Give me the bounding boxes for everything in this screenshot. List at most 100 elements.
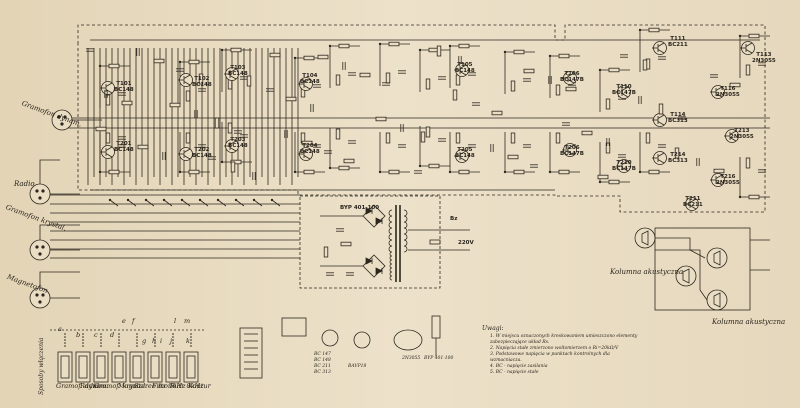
switch-button [165,351,181,383]
resistor [105,132,111,144]
switch-pin [190,342,192,344]
resistor [105,94,111,106]
pinout-transistor-case [321,329,339,347]
resistor [317,54,329,60]
switch-pin [172,339,174,341]
resistor [745,64,751,76]
switch-letter-f: f [132,317,135,325]
switch-pin [154,336,156,338]
transistor-symbol-emitter [657,121,665,126]
switch-pin [64,345,66,347]
switch-pin [190,336,192,338]
switch-letter-i: i [160,337,163,345]
note-line-0: 1. W miejscu oznaczonych kreskowaniem um… [490,334,638,339]
switch-contact [217,199,227,207]
switch-pin [118,342,120,344]
input-jack-gramofon-krystal-pin [35,245,39,249]
switch-pin [64,333,66,335]
switch-pin [100,333,102,335]
switch-letter-g: g [142,337,147,345]
junction-dot [178,60,182,64]
switch-pin [190,333,192,335]
transistor-symbol-collector [621,86,629,91]
transistor-symbol-emitter [567,151,575,156]
pinout-transistor-1: BC 148 [314,358,331,363]
input-jack-gramofon-krystal [29,239,51,261]
resistor [608,179,620,185]
transistor-symbol-collector [105,146,113,151]
switch-contact [145,199,155,207]
switch-label-gramof-dynam: Gramof. dynam. [56,382,109,390]
switch-button [75,351,91,383]
junction-dot [144,198,148,202]
junction-dot [598,68,602,72]
note-line-2: 2. Napięcia stałe zmierzono woltomierzem… [490,346,619,351]
transistor-symbol-collector [745,42,753,47]
input-jack-radio-pin [35,189,39,193]
junction-dot [448,170,452,174]
circuit-marks [64,28,742,347]
resistor [359,72,371,78]
resistor [555,84,561,96]
transistor-symbol-emitter [303,85,311,90]
junction-dot [178,170,182,174]
resistor [375,116,387,122]
switch-button-inner [114,355,124,379]
switch-pin [64,342,66,344]
junction-dot [328,166,332,170]
resistor [608,67,620,73]
switch-label-radio: Radio [80,382,100,390]
resistor [455,132,461,144]
transistor-symbol-emitter [567,79,575,84]
transistor-symbol-collector [689,198,697,203]
resistor [185,132,191,144]
transistor-symbol-collector [459,64,467,69]
resistor [188,59,200,65]
switch-button [129,351,145,383]
resistor [597,174,609,180]
junction-dot [126,198,130,202]
input-jack-radio-pin [41,189,45,193]
resistor [648,27,660,33]
note-line-1: zabezpieczające układ Rs. [490,340,550,345]
input-jack-gramofon-dynam-pin [60,122,64,126]
junction-dot [418,164,422,168]
transistor-symbol-collector [303,148,311,153]
bridge-rectifier-1-diode [365,207,373,215]
switch-button [183,351,199,383]
transformer-winding [389,275,393,281]
transistor-symbol-collector [229,68,237,73]
transistor-symbol-collector [183,74,191,79]
fuse-label: Bz [450,216,458,222]
switch-pin [154,342,156,344]
junction-dot [108,198,112,202]
switch-pin [172,345,174,347]
transistor-symbol-collector [715,86,723,91]
junction-dot [216,198,220,202]
resistor [230,47,242,53]
output-connection-box [654,227,751,311]
junction-dot [738,34,742,38]
junction-dot [738,195,742,199]
switch-button-inner [186,355,196,379]
transistor-symbol-collector [105,82,113,87]
resistor [513,49,525,55]
pinout-diode-2: 2N3055 [402,356,421,361]
resistor [745,157,751,169]
switch-pin [136,345,138,347]
note-line-3: 3. Podstawowe napięcia w punktach kontro… [490,352,610,357]
switch-pin [64,336,66,338]
resistor [491,110,503,116]
fuse [429,239,441,245]
switch-pin [118,336,120,338]
junction-dot [638,28,642,32]
resistor [510,132,516,144]
